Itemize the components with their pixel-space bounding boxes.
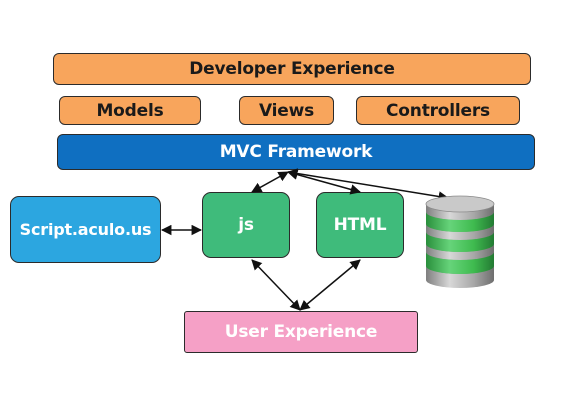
- developer-experience-box: Developer Experience: [53, 53, 531, 85]
- mvc-framework-box: MVC Framework: [57, 134, 535, 170]
- views-label: Views: [258, 100, 315, 121]
- script-aculo-us-label: Script.aculo.us: [19, 220, 152, 239]
- controllers-box: Controllers: [356, 96, 520, 125]
- models-label: Models: [96, 100, 164, 121]
- models-box: Models: [59, 96, 201, 125]
- html-label: HTML: [333, 215, 387, 235]
- js-box: js: [202, 192, 290, 258]
- arrow-mvc-to-database: [286, 168, 450, 202]
- user-experience-label: User Experience: [224, 322, 378, 342]
- controllers-label: Controllers: [386, 100, 490, 121]
- html-box: HTML: [316, 192, 404, 258]
- arrow-js-to-user-experience: [251, 259, 301, 311]
- arrow-html-to-user-experience: [299, 259, 361, 311]
- developer-experience-label: Developer Experience: [189, 59, 395, 79]
- database-icon: [425, 195, 495, 288]
- script-aculo-us-box: Script.aculo.us: [10, 196, 161, 263]
- js-label: js: [238, 215, 254, 235]
- user-experience-box: User Experience: [184, 311, 418, 353]
- arrow-mvc-to-js: [251, 171, 289, 193]
- mvc-framework-label: MVC Framework: [219, 142, 373, 162]
- views-box: Views: [239, 96, 334, 125]
